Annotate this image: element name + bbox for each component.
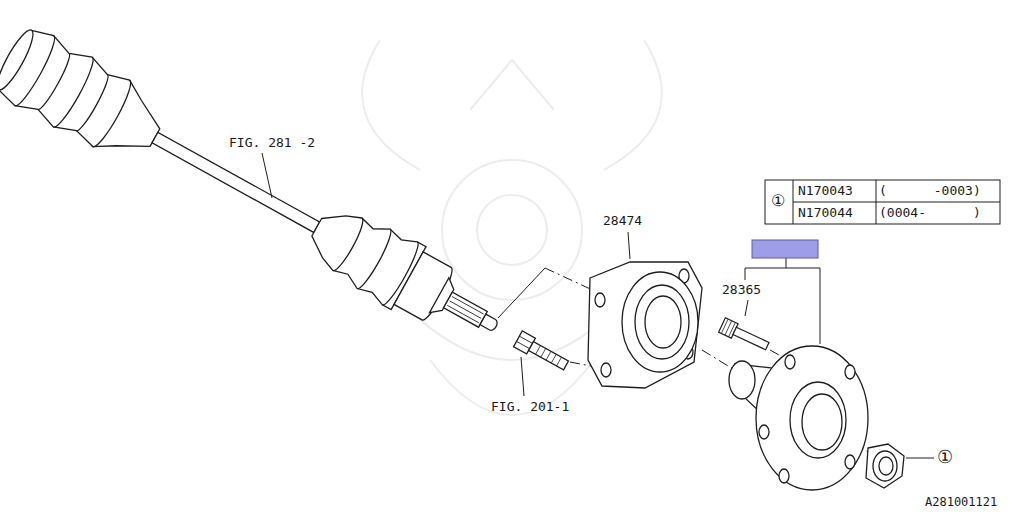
axle-nut-part [873, 451, 897, 481]
axle-nut-part [879, 457, 893, 475]
wheel-hub-part [845, 455, 855, 469]
hub-bearing-part [595, 293, 605, 307]
part-table-part [765, 180, 1000, 224]
callout-number: ① [937, 447, 953, 468]
leader-lines-part [906, 458, 934, 459]
drive-shaft-part [447, 297, 483, 323]
drive-shaft-part [152, 132, 320, 232]
wheel-hub-part [790, 382, 846, 458]
watermark-part [362, 40, 662, 170]
drive-shaft-part [444, 292, 488, 327]
watermark-part [477, 195, 547, 265]
highlight-box [752, 240, 818, 258]
hub-bearing [588, 262, 702, 388]
wheel-hub-part [779, 469, 789, 483]
leader-lines-part [521, 357, 524, 396]
leader-lines-part [498, 268, 545, 318]
drive-shaft-part [536, 346, 562, 366]
hub-bolt [719, 318, 771, 354]
table-cell: (0004- ) [879, 206, 981, 221]
watermark-part [442, 160, 582, 300]
axle-nut [866, 444, 904, 488]
drive-shaft-part [15, 36, 137, 152]
leader-lines-part [745, 300, 748, 316]
wheel-hub [729, 346, 868, 490]
table-cell: ( -0003) [879, 184, 981, 199]
watermark-part [470, 60, 554, 110]
wheel-hub-part [845, 365, 855, 379]
leader-lines [262, 153, 934, 458]
hub-bolt-part [733, 327, 769, 349]
drive-shaft-part [529, 342, 569, 370]
fig-reference: FIG. 201-1 [491, 400, 569, 415]
drive-shaft-part [480, 314, 499, 332]
leader-lines-part [628, 232, 630, 259]
callout-number: ① [771, 192, 785, 210]
drive-shaft [0, 21, 585, 400]
leader-lines-part [262, 153, 272, 198]
part-number: 28474 [603, 214, 642, 229]
fig-reference: FIG. 281 -2 [229, 136, 315, 151]
diagram-id: A281001121 [925, 496, 997, 510]
table-cell: N170044 [798, 206, 853, 221]
drive-shaft-part [0, 26, 38, 93]
part-table-part [793, 180, 1000, 224]
wheel-hub-part [756, 346, 868, 490]
wheel-hub-part [729, 361, 755, 399]
hub-bearing-part [588, 262, 702, 388]
hub-bearing-part [622, 272, 698, 372]
part-table [765, 180, 1000, 224]
part-number: 28365 [722, 283, 761, 298]
table-cell: N170043 [798, 184, 853, 199]
wheel-hub-part [759, 425, 769, 439]
hub-bearing-part [635, 285, 689, 359]
axle-nut-part [866, 444, 904, 488]
hub-bearing-part [645, 296, 681, 348]
leader-lines-part [745, 258, 820, 344]
wheel-hub-part [785, 355, 795, 369]
wheel-hub-part [802, 394, 842, 450]
hub-bearing-part [601, 363, 611, 377]
